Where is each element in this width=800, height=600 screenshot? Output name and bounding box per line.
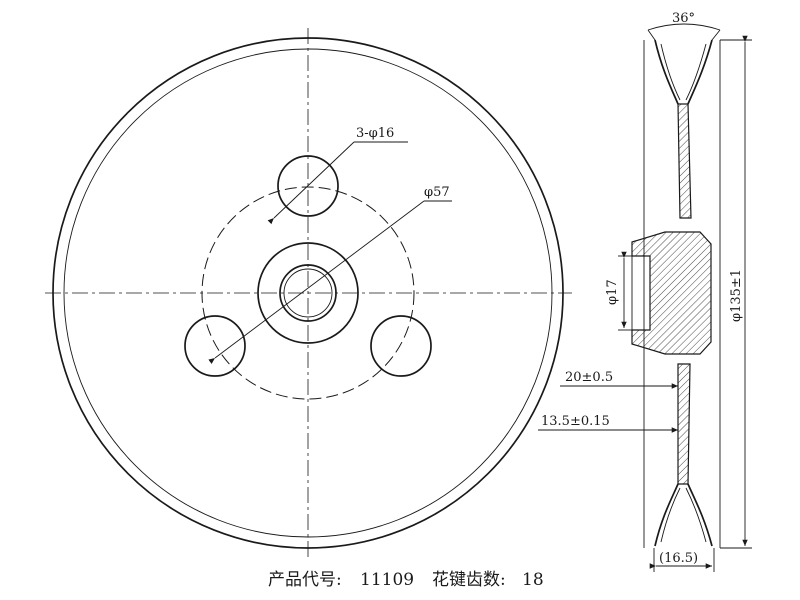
dim-20-dimension: 20±0.5 [560,370,678,389]
spline-label: 花键齿数: [432,570,506,590]
dim-20-label: 20±0.5 [565,370,613,385]
groove-angle-label: 36° [672,11,695,26]
dim-13-5-label: 13.5±0.15 [541,414,610,429]
web-upper [677,103,692,219]
outer-diameter-dimension: φ135±1 [720,35,752,549]
holes-dimension-label: 3-φ16 [356,126,394,141]
outer-diameter-label: φ135±1 [729,269,744,322]
caption: 产品代号: 11109 花键齿数: 18 [268,570,544,590]
groove-angle-dimension: 36° [647,11,721,41]
hole-left [184,315,246,377]
hole-right [370,315,432,377]
width-label: (16.5) [659,551,698,566]
bore-dimension-label: φ17 [605,279,620,305]
side-section-view: 36° φ135±1 φ17 20±0.5 13.5±0.15 [538,11,752,572]
part-code-label: 产品代号: [268,570,342,590]
dim-13-5-dimension: 13.5±0.15 [538,414,678,433]
pcd-dimension: φ57 [208,185,452,364]
holes-dimension: 3-φ16 [267,126,408,225]
width-dimension: (16.5) [649,548,715,572]
spline-value: 18 [522,570,544,590]
pcd-dimension-label: φ57 [424,185,450,200]
part-code-value: 11109 [360,570,414,590]
bore-dimension: φ17 [605,251,632,331]
front-view: 3-φ16 φ57 [45,28,572,560]
web-lower [677,363,691,485]
